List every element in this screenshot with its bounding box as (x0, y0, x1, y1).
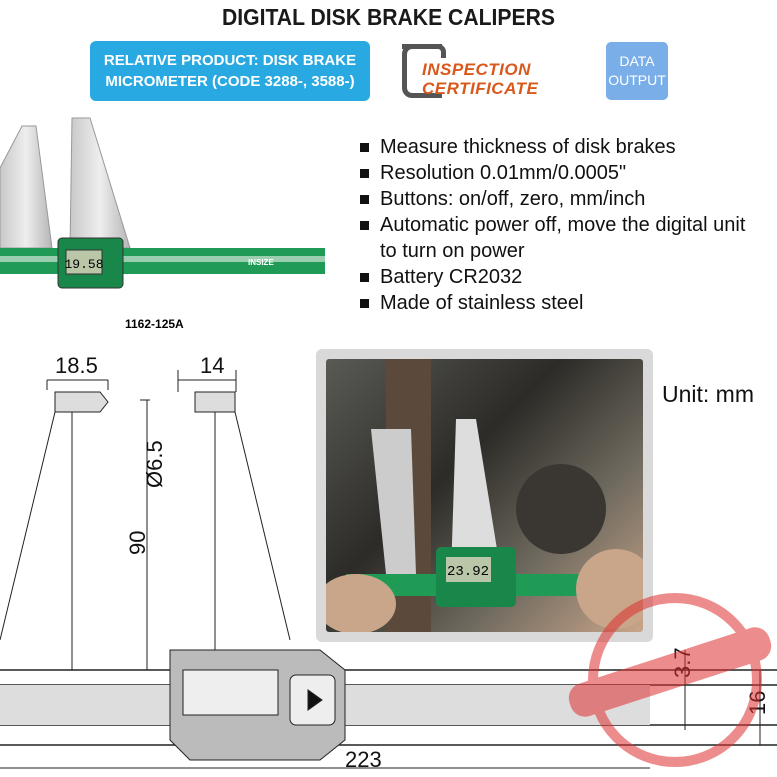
inspection-certificate-badge: INSPECTION CERTIFICATE (400, 42, 580, 100)
dim-18-5: 18.5 (55, 353, 98, 378)
feature-item: Resolution 0.01mm/0.0005" (360, 160, 760, 186)
dimension-drawing: 18.5 14 Ø6.5 90 3.7 16 223 (0, 353, 777, 772)
feature-item: Measure thickness of disk brakes (360, 134, 760, 160)
feature-item: Battery CR2032 (360, 264, 760, 290)
protected-image-watermark (568, 593, 772, 767)
data-output-line1: DATA (619, 53, 655, 69)
brand-logo: INSIZE (248, 258, 274, 267)
dim-14: 14 (200, 353, 224, 378)
feature-item: Automatic power off, move the digital un… (360, 212, 760, 264)
model-code: 1162-125A (125, 317, 184, 331)
dim-223: 223 (345, 747, 382, 772)
unit-label: Unit: mm (662, 381, 754, 407)
feature-item: Buttons: on/off, zero, mm/inch (360, 186, 760, 212)
usage-display-value: 23.92 (447, 564, 489, 580)
relative-product-button[interactable]: RELATIVE PRODUCT: DISK BRAKE MICROMETER … (90, 41, 370, 101)
data-output-badge: DATA OUTPUT (606, 42, 668, 100)
feature-list: Measure thickness of disk brakes Resolut… (360, 134, 760, 316)
relative-product-line1: RELATIVE PRODUCT: DISK BRAKE (103, 52, 357, 69)
dim-diameter-6-5: Ø6.5 (142, 440, 167, 488)
relative-product-line2: MICROMETER (CODE 3288-, 3588-) (105, 73, 355, 90)
certificate-bracket-top (402, 44, 446, 58)
certificate-line1: INSPECTION (422, 60, 531, 79)
product-photo: 19.58 INSIZE (0, 117, 325, 289)
page-title: DIGITAL DISK BRAKE CALIPERS (221, 4, 556, 30)
product-display-value: 19.58 (64, 257, 103, 272)
usage-photo: 23.92 (316, 349, 653, 642)
dim-90: 90 (125, 531, 150, 555)
certificate-line2: CERTIFICATE (422, 79, 539, 98)
data-output-line2: OUTPUT (608, 72, 666, 88)
feature-item: Made of stainless steel (360, 290, 760, 316)
